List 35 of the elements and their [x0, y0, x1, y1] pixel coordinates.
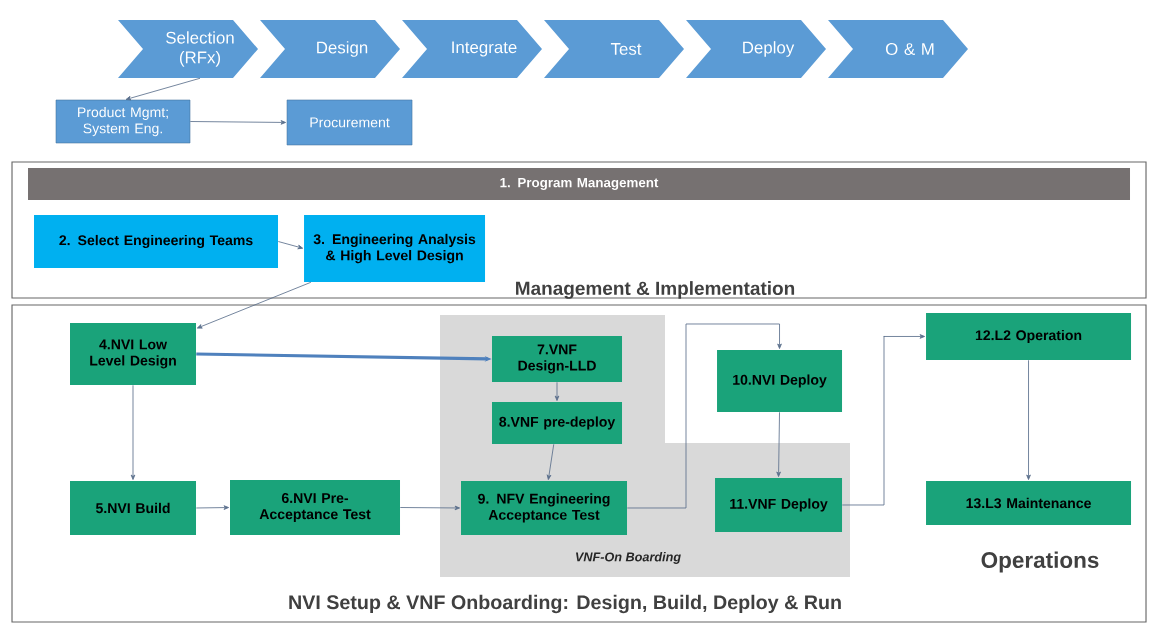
- arrow: [554, 381, 560, 401]
- process-box: 8.VNF pre-deploy: [492, 402, 622, 444]
- phase-step: Design: [260, 20, 400, 78]
- process-box: 11.VNF Deploy: [715, 478, 843, 532]
- arrow: [546, 443, 555, 480]
- process-box: 13.L3 Maintenance: [926, 481, 1132, 525]
- phase-step: O & M: [828, 20, 968, 78]
- phase-step: Test: [544, 20, 684, 78]
- process-box: Product Mgmt; System Eng.: [55, 99, 191, 144]
- section-label: Operations: [981, 551, 1099, 573]
- process-box: 9. NFV Engineering Acceptance Test: [461, 481, 627, 535]
- process-box: 4.NVI Low Level Design: [70, 323, 196, 385]
- phase-step: Selection (RFx): [118, 20, 258, 78]
- arrow: [841, 334, 926, 506]
- arrow: [277, 241, 304, 250]
- arrow: [1026, 359, 1031, 480]
- arrow: [399, 505, 460, 511]
- process-box: 5.NVI Build: [70, 481, 196, 535]
- arrow: [125, 77, 201, 101]
- arrow: [195, 505, 229, 510]
- arrow: [196, 281, 312, 329]
- process-box: 7.VNF Design-LLD: [492, 336, 622, 382]
- process-box: Procurement: [286, 99, 413, 146]
- arrow: [189, 120, 287, 125]
- arrow: [626, 323, 782, 509]
- process-box: 10.NVI Deploy: [717, 350, 843, 412]
- process-box: 2. Select Engineering Teams: [34, 215, 278, 268]
- process-box: 6.NVI Pre-Acceptance Test: [230, 480, 400, 535]
- phase-step: Deploy: [686, 20, 826, 78]
- program-bar: 1. Program Management: [28, 168, 1130, 200]
- process-box: 12.L2 Operation: [926, 312, 1132, 360]
- process-box: 3. Engineering Analysis & High Level Design: [304, 215, 486, 282]
- arrow: [130, 384, 136, 480]
- phase-step: Integrate: [402, 20, 542, 78]
- arrow: [776, 411, 781, 477]
